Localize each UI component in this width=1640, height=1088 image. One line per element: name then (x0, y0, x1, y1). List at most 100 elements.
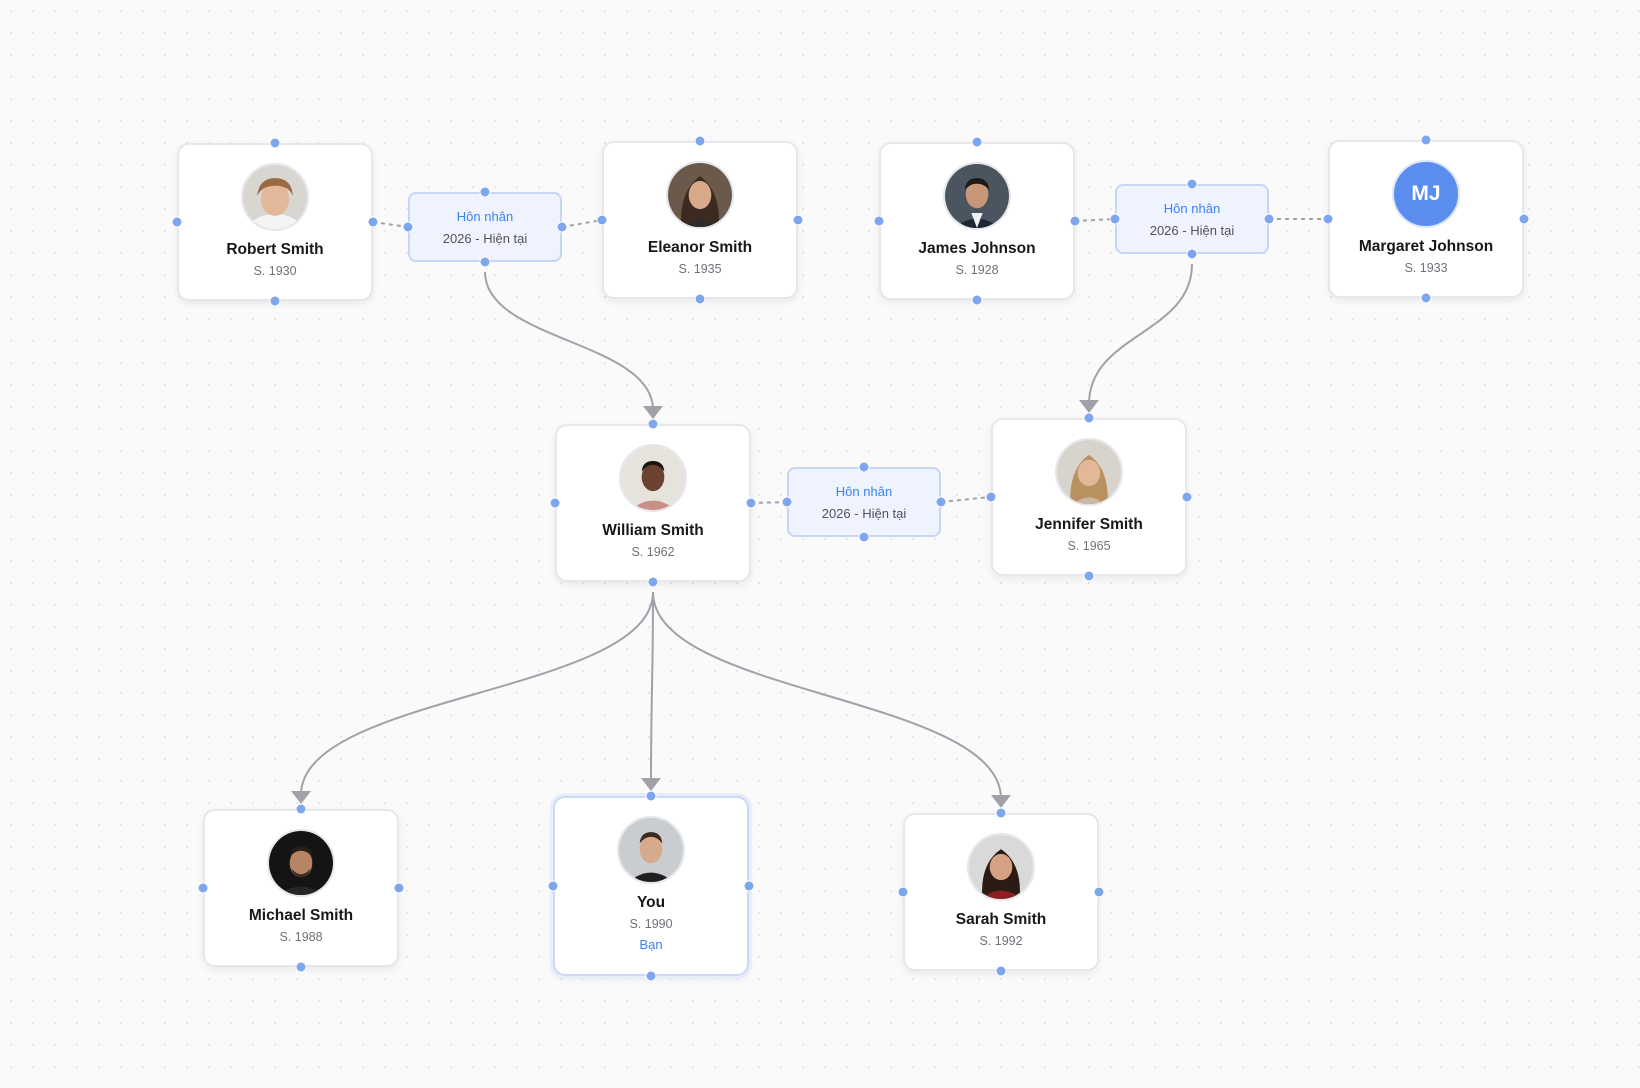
partner-link (561, 219, 603, 228)
connection-handle-bottom[interactable] (858, 531, 870, 543)
jennifer-avatar (1055, 438, 1123, 506)
person-name: James Johnson (918, 240, 1036, 257)
person-name: You (636, 894, 666, 911)
person-node-jennifer[interactable]: Jennifer Smith S. 1965 (991, 418, 1187, 576)
marriage-period: 2026 - Hiện tại (1149, 222, 1235, 238)
marriage-period: 2026 - Hiện tại (442, 230, 528, 246)
person-node-sarah[interactable]: Sarah Smith S. 1992 (903, 813, 1099, 971)
connection-handle-left[interactable] (402, 221, 414, 233)
parent-child-edge (484, 271, 654, 411)
you-avatar (617, 816, 685, 884)
connection-handle-top[interactable] (269, 137, 281, 149)
connection-handle-left[interactable] (985, 491, 997, 503)
person-birth-year: S. 1930 (253, 264, 297, 278)
marriage-node-robert-eleanor[interactable]: Hôn nhân 2026 - Hiện tại (408, 192, 562, 262)
connection-handle-right[interactable] (743, 880, 755, 892)
connection-handle-right[interactable] (1181, 491, 1193, 503)
parent-child-edge (652, 591, 1002, 800)
connection-handle-bottom[interactable] (694, 293, 706, 305)
connection-handle-bottom[interactable] (295, 961, 307, 973)
eleanor-avatar (666, 161, 734, 229)
person-node-margaret[interactable]: MJ Margaret Johnson S. 1933 (1328, 140, 1524, 298)
connection-handle-top[interactable] (295, 803, 307, 815)
connection-handle-top[interactable] (995, 807, 1007, 819)
person-name: Margaret Johnson (1358, 238, 1494, 255)
connection-handle-right[interactable] (745, 497, 757, 509)
connection-handle-top[interactable] (1186, 178, 1198, 190)
connection-handle-bottom[interactable] (1420, 292, 1432, 304)
william-avatar (619, 444, 687, 512)
partner-link (750, 501, 788, 504)
connection-handle-right[interactable] (1263, 213, 1275, 225)
connection-handle-right[interactable] (367, 216, 379, 228)
person-birth-year: S. 1933 (1404, 261, 1448, 275)
parent-child-edge (650, 591, 654, 783)
connection-handle-right[interactable] (1069, 215, 1081, 227)
connection-handle-top[interactable] (647, 418, 659, 430)
connection-handle-bottom[interactable] (1083, 570, 1095, 582)
person-node-eleanor[interactable]: Eleanor Smith S. 1935 (602, 141, 798, 299)
person-birth-year: S. 1965 (1067, 539, 1111, 553)
connection-handle-left[interactable] (547, 880, 559, 892)
connection-handle-right[interactable] (935, 496, 947, 508)
connection-handle-bottom[interactable] (479, 256, 491, 268)
connection-handle-left[interactable] (1109, 213, 1121, 225)
person-birth-year: S. 1928 (955, 263, 999, 277)
connection-handle-right[interactable] (393, 882, 405, 894)
marriage-title: Hôn nhân (456, 208, 514, 224)
marriage-period: 2026 - Hiện tại (821, 505, 907, 521)
connection-handle-top[interactable] (479, 186, 491, 198)
connection-handle-bottom[interactable] (647, 576, 659, 588)
connection-handle-top[interactable] (971, 136, 983, 148)
person-name: Eleanor Smith (647, 239, 753, 256)
connection-handle-bottom[interactable] (995, 965, 1007, 977)
marriage-title: Hôn nhân (1163, 200, 1221, 216)
partner-link (1074, 218, 1116, 222)
connection-handle-top[interactable] (858, 461, 870, 473)
connection-handle-left[interactable] (781, 496, 793, 508)
connection-handle-bottom[interactable] (971, 294, 983, 306)
connection-handle-left[interactable] (549, 497, 561, 509)
connection-handle-top[interactable] (645, 790, 657, 802)
connection-handle-left[interactable] (1322, 213, 1334, 225)
parent-child-edge (1088, 263, 1193, 405)
person-birth-year: S. 1988 (279, 930, 323, 944)
connection-handle-left[interactable] (873, 215, 885, 227)
robert-avatar (241, 163, 309, 231)
connection-handle-left[interactable] (596, 214, 608, 226)
connection-handle-right[interactable] (1518, 213, 1530, 225)
connection-handle-right[interactable] (792, 214, 804, 226)
connection-handle-top[interactable] (694, 135, 706, 147)
person-name: Sarah Smith (955, 911, 1047, 928)
partner-link (940, 496, 992, 503)
connection-handle-right[interactable] (1093, 886, 1105, 898)
connection-handle-right[interactable] (556, 221, 568, 233)
connection-handle-top[interactable] (1083, 412, 1095, 424)
person-node-michael[interactable]: Michael Smith S. 1988 (203, 809, 399, 967)
sarah-avatar (967, 833, 1035, 901)
person-name: Robert Smith (226, 241, 324, 258)
current-user-badge: Bạn (639, 937, 663, 952)
person-name: Jennifer Smith (1035, 516, 1143, 533)
person-node-william[interactable]: William Smith S. 1962 (555, 424, 751, 582)
connection-handle-bottom[interactable] (269, 295, 281, 307)
person-node-you[interactable]: You S. 1990 Bạn (553, 796, 749, 976)
person-birth-year: S. 1962 (631, 545, 675, 559)
arrowhead (1079, 400, 1099, 413)
connection-handle-top[interactable] (1420, 134, 1432, 146)
michael-avatar (267, 829, 335, 897)
marriage-node-william-jennifer[interactable]: Hôn nhân 2026 - Hiện tại (787, 467, 941, 537)
connection-handle-left[interactable] (197, 882, 209, 894)
connection-handle-left[interactable] (171, 216, 183, 228)
person-node-robert[interactable]: Robert Smith S. 1930 (177, 143, 373, 301)
parent-child-edge (300, 591, 654, 796)
person-node-james[interactable]: James Johnson S. 1928 (879, 142, 1075, 300)
james-avatar (943, 162, 1011, 230)
arrowhead (991, 795, 1011, 808)
connection-handle-bottom[interactable] (645, 970, 657, 982)
marriage-node-james-margaret[interactable]: Hôn nhân 2026 - Hiện tại (1115, 184, 1269, 254)
connection-handle-left[interactable] (897, 886, 909, 898)
marriage-title: Hôn nhân (835, 483, 893, 499)
connection-handle-bottom[interactable] (1186, 248, 1198, 260)
